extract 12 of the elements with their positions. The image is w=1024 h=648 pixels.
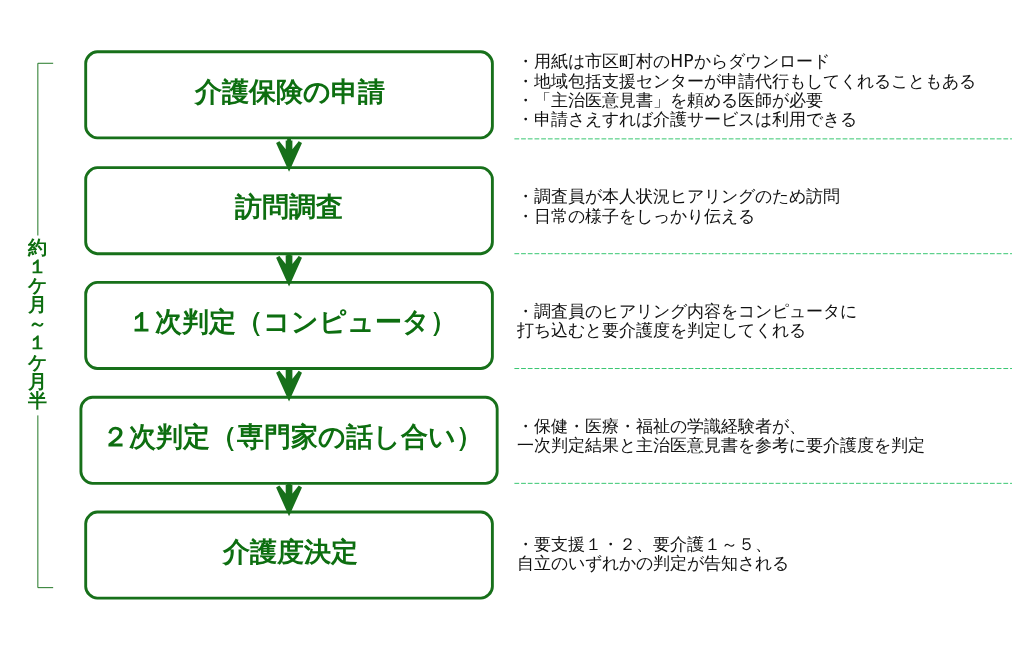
node-box: 介護度決定 — [84, 510, 494, 600]
node-label: ・「主治医意見書」を頼める医師が必要 — [517, 89, 824, 110]
node-label: ・要支援１・２、要介護１～５、自立のいずれかの判定が告知される — [517, 533, 790, 573]
label: 約１ケ月～１ケ月半 — [27, 235, 47, 412]
node-label: ・保健・医療・福祉の学識経験者が、一次判定結果と主治医意見書を参考に要介護度を判定 — [517, 415, 926, 455]
node-label: ・申請さえすれば介護サービスは利用できる — [517, 108, 858, 129]
node-label: ・地域包括支援センターが申請代行もしてくれることもある — [517, 70, 977, 91]
node-label: ・日常の様子をしっかり伝える — [517, 205, 756, 226]
node-label: ・調査員のヒアリング内容をコンピュータに打ち込むと要介護度を判定してくれる — [517, 300, 858, 340]
node-label: ・調査員が本人状況ヒアリングのため訪問 — [517, 185, 841, 206]
node-label: ・用紙は市区町村のHPからダウンロード — [517, 50, 830, 71]
node-box: 介護保険の申請 — [84, 49, 494, 139]
